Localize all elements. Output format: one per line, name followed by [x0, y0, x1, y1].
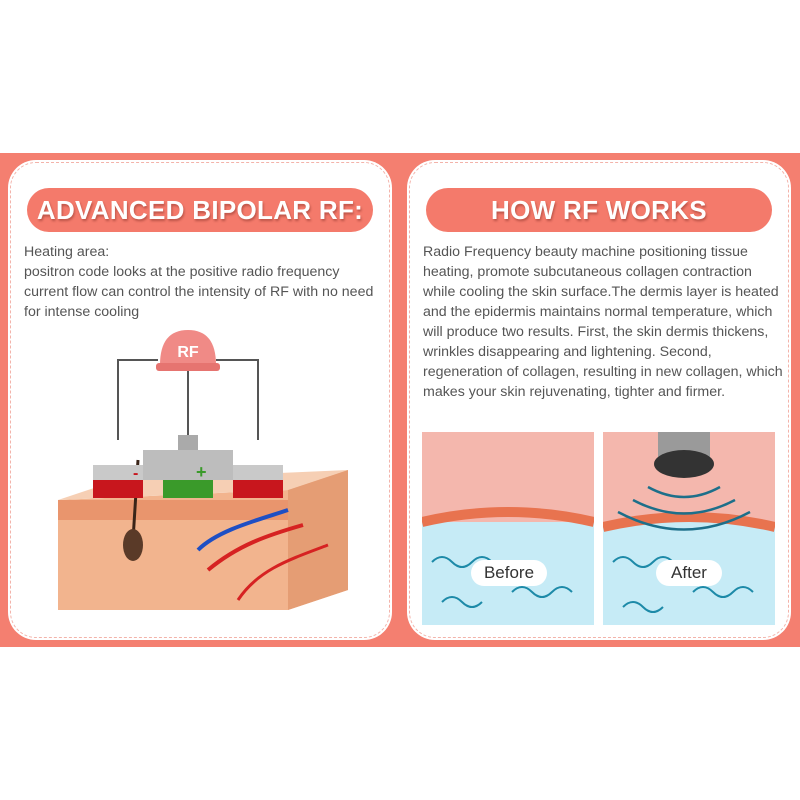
electrode-positive — [163, 480, 213, 498]
card-text: Radio Frequency beauty machine positioni… — [423, 242, 783, 402]
vein — [196, 508, 289, 552]
card-title: HOW RF WORKS — [426, 188, 772, 232]
rf-source-base — [156, 363, 220, 371]
rf-waves — [617, 485, 751, 531]
rf-device-left-arm — [93, 465, 143, 480]
heading-text: Heating area: — [24, 244, 110, 260]
rf-device-right-arm — [233, 465, 283, 480]
bipolar-rf-card: ADVANCED BIPOLAR RF: Heating area: posit… — [8, 160, 392, 640]
skin-side — [288, 470, 348, 610]
before-illustration — [422, 432, 594, 625]
body-text: positron code looks at the positive radi… — [24, 264, 374, 320]
basal-layer — [603, 512, 775, 532]
electrode-negative-right — [233, 480, 283, 498]
rf-label: RF — [177, 344, 199, 361]
after-label: After — [656, 560, 722, 586]
hair-follicle — [123, 529, 143, 561]
card-title: ADVANCED BIPOLAR RF: — [27, 188, 373, 232]
rf-device — [143, 450, 233, 480]
artery-branch — [236, 543, 329, 601]
rf-probe-head — [654, 450, 714, 478]
card-text: Heating area: positron code looks at the… — [24, 242, 384, 322]
minus-sign: - — [133, 465, 138, 482]
body-text: Radio Frequency beauty machine positioni… — [423, 244, 783, 400]
after-illustration — [603, 432, 775, 625]
collagen-fibers — [431, 556, 573, 608]
bipolar-rf-diagram: RF - + — [58, 330, 348, 610]
how-rf-works-card: HOW RF WORKS Radio Frequency beauty mach… — [407, 160, 791, 640]
basal-layer — [422, 507, 594, 527]
artery — [206, 523, 304, 572]
epidermis-layer — [58, 500, 288, 520]
before-label: Before — [471, 560, 547, 586]
plus-sign: + — [196, 462, 207, 482]
electrode-negative-left — [93, 480, 143, 498]
rf-source — [160, 330, 216, 365]
